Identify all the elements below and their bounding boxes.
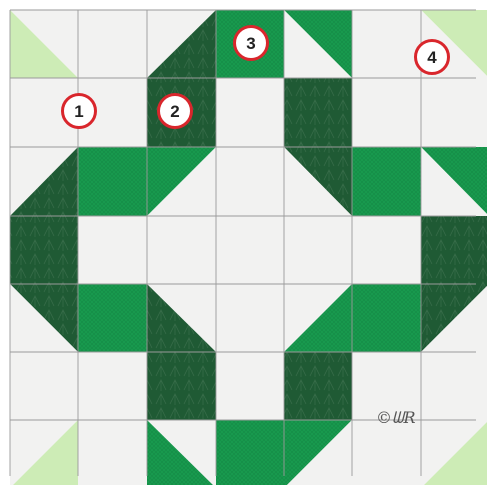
patch-r3-c4 bbox=[284, 216, 352, 284]
badge-4-label: 4 bbox=[427, 48, 437, 67]
badge-2: 2 bbox=[159, 95, 192, 128]
patch-r2-c1-texture bbox=[78, 147, 147, 216]
badge-3: 3 bbox=[235, 27, 268, 60]
patch-r5-c1 bbox=[78, 352, 147, 420]
patch-r4-c3 bbox=[216, 284, 284, 352]
patch-r1-c4-texture bbox=[284, 78, 352, 147]
patch-r4-c1-texture bbox=[78, 284, 147, 352]
patch-r0-c1 bbox=[78, 10, 147, 78]
patch-r3-c0-texture bbox=[10, 216, 78, 284]
patch-r5-c3 bbox=[216, 352, 284, 420]
patch-r5-c4-texture bbox=[284, 352, 352, 420]
badge-1-label: 1 bbox=[74, 102, 83, 121]
patch-r6-c3-texture bbox=[216, 420, 284, 485]
patch-r5-c2-texture bbox=[147, 352, 216, 420]
patch-r3-c6-texture bbox=[421, 216, 487, 284]
badge-2-label: 2 bbox=[170, 102, 179, 121]
patch-r1-c6 bbox=[421, 78, 487, 147]
patch-r1-c3 bbox=[216, 78, 284, 147]
patch-r6-c1 bbox=[78, 420, 147, 485]
patch-r5-c0 bbox=[10, 352, 78, 420]
badge-1: 1 bbox=[63, 95, 96, 128]
patch-r3-c5 bbox=[352, 216, 421, 284]
patch-r2-c5-texture bbox=[352, 147, 421, 216]
patch-r2-c3 bbox=[216, 147, 284, 216]
patch-r3-c2 bbox=[147, 216, 216, 284]
patch-r0-c5 bbox=[352, 10, 421, 78]
patch-r5-c6 bbox=[421, 352, 487, 420]
patch-r4-c5-texture bbox=[352, 284, 421, 352]
patch-r6-c5 bbox=[352, 420, 421, 485]
patch-r1-c5 bbox=[352, 78, 421, 147]
patch-r3-c1 bbox=[78, 216, 147, 284]
badge-4: 4 bbox=[416, 41, 449, 74]
patch-r3-c3 bbox=[216, 216, 284, 284]
maker-mark: ©ᗯR bbox=[376, 408, 416, 427]
badge-3-label: 3 bbox=[246, 34, 255, 53]
